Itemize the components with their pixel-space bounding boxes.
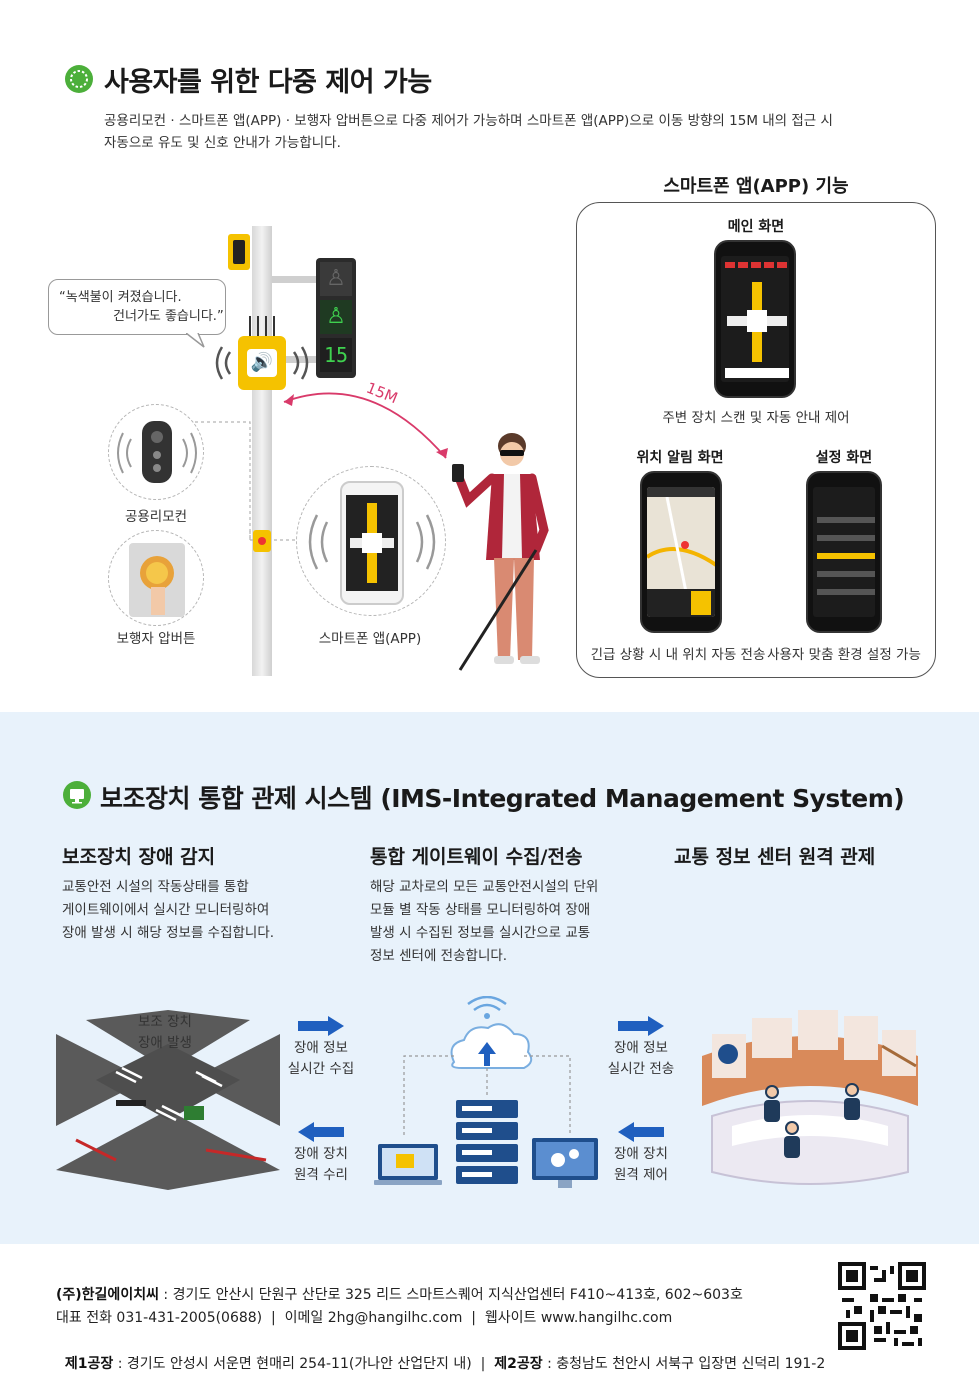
col2-title: 통합 게이트웨이 수집/전송 [370, 846, 583, 868]
section2-title: 보조장치 통합 관제 시스템 (IMS-Integrated Managemen… [100, 784, 905, 813]
speech-bubble-tail [185, 332, 206, 349]
qr-code[interactable] [838, 1262, 926, 1350]
col2-description: 해당 교차로의 모든 교통안전시설의 단위 모듈 별 작동 상태를 모니터링하여… [370, 879, 599, 964]
map-pin-icon [681, 541, 689, 549]
control-center-illustration [692, 996, 928, 1192]
pole-arm [272, 276, 318, 283]
app-panel [576, 202, 936, 678]
settings-screen-phone [806, 471, 882, 633]
red-man-icon: ♙ [320, 262, 352, 296]
sound-waves-left [212, 346, 234, 380]
footer-contact: 대표 전화 031-431-2005(0688) | 이메일 2hg@hangi… [56, 1310, 673, 1326]
section1-title: 사용자를 위한 다중 제어 가능 [104, 67, 432, 98]
settings-monitor-icon [532, 1138, 598, 1188]
collect-arrow-icon [298, 1016, 344, 1036]
repair-label: 장애 장치 원격 수리 [294, 1146, 348, 1183]
cloud-icon [450, 1023, 533, 1069]
send-arrow-icon [618, 1016, 664, 1036]
remote-label: 공용리모컨 [124, 509, 188, 525]
intersection-illustration [56, 1010, 280, 1190]
countdown-display: 15 [320, 338, 352, 372]
app-panel-title: 스마트폰 앱(APP) 기능 [663, 176, 849, 197]
sound-waves-right [290, 346, 312, 380]
distance-arc [280, 380, 460, 470]
main-screen-phone [714, 240, 796, 398]
remote-circle [108, 404, 204, 500]
server-rack-icon [456, 1100, 518, 1184]
settings-screen-title: 설정 화면 [815, 450, 873, 466]
pole-arm-lower [272, 356, 318, 363]
collect-label: 장애 정보 실시간 수집 [287, 1040, 355, 1077]
col3-title: 교통 정보 센터 원격 관제 [674, 846, 876, 868]
push-button-label: 보행자 압버튼 [116, 631, 196, 647]
location-screen-phone [640, 471, 722, 633]
settings-screen-caption: 사용자 맞춤 환경 설정 가능 [767, 647, 921, 663]
company-name: (주)한길에이치씨 [56, 1287, 159, 1303]
app-label: 스마트폰 앱(APP) [318, 631, 422, 647]
speech-bubble: “녹색불이 켜졌습니다. 건너가도 좋습니다.” [48, 279, 226, 335]
fault-label: 보조 장치 장애 발생 [138, 1014, 192, 1051]
monitor-icon [62, 780, 92, 810]
footer-address: (주)한길에이치씨 : 경기도 안산시 단원구 산단로 325 리드 스마트스퀘… [56, 1287, 743, 1303]
location-screen-caption: 긴급 상황 시 내 위치 자동 전송 [590, 647, 766, 663]
send-label: 장애 정보 실시간 전송 [607, 1040, 675, 1077]
laptop-icon [374, 1144, 442, 1185]
app-circle [296, 466, 446, 616]
main-screen-title: 메인 화면 [727, 219, 785, 235]
pedestrian-signal: ♙ ♙ 15 [316, 258, 356, 378]
location-screen-title: 위치 알림 화면 [636, 450, 724, 466]
blind-person-illustration [440, 430, 570, 680]
col1-description: 교통안전 시설의 작동상태를 통합 게이트웨이에서 실시간 모니터링하여 장애 … [62, 879, 275, 941]
speaker-antennas [246, 316, 278, 336]
control-arrow-icon [618, 1122, 664, 1142]
section1-icon [64, 64, 94, 94]
footer-factories: 제1공장 : 경기도 안성시 서운면 현매리 254-11(가나안 산업단지 내… [64, 1356, 826, 1372]
section1-description: 공용리모컨 · 스마트폰 앱(APP) · 보행자 압버튼으로 다중 제어가 가… [104, 113, 833, 151]
pole-button-marker [253, 530, 271, 552]
repair-arrow-icon [298, 1122, 344, 1142]
green-man-icon: ♙ [320, 300, 352, 334]
gateway-illustration [374, 995, 600, 1192]
main-screen-caption: 주변 장치 스캔 및 자동 안내 제어 [662, 410, 850, 426]
control-label: 장애 장치 원격 제어 [614, 1146, 668, 1183]
col1-title: 보조장치 장애 감지 [62, 846, 216, 868]
app-phone-icon [340, 481, 404, 605]
top-signal-box [228, 234, 250, 270]
push-button-circle [108, 530, 204, 626]
speaker-unit: 🔊 [238, 336, 286, 390]
